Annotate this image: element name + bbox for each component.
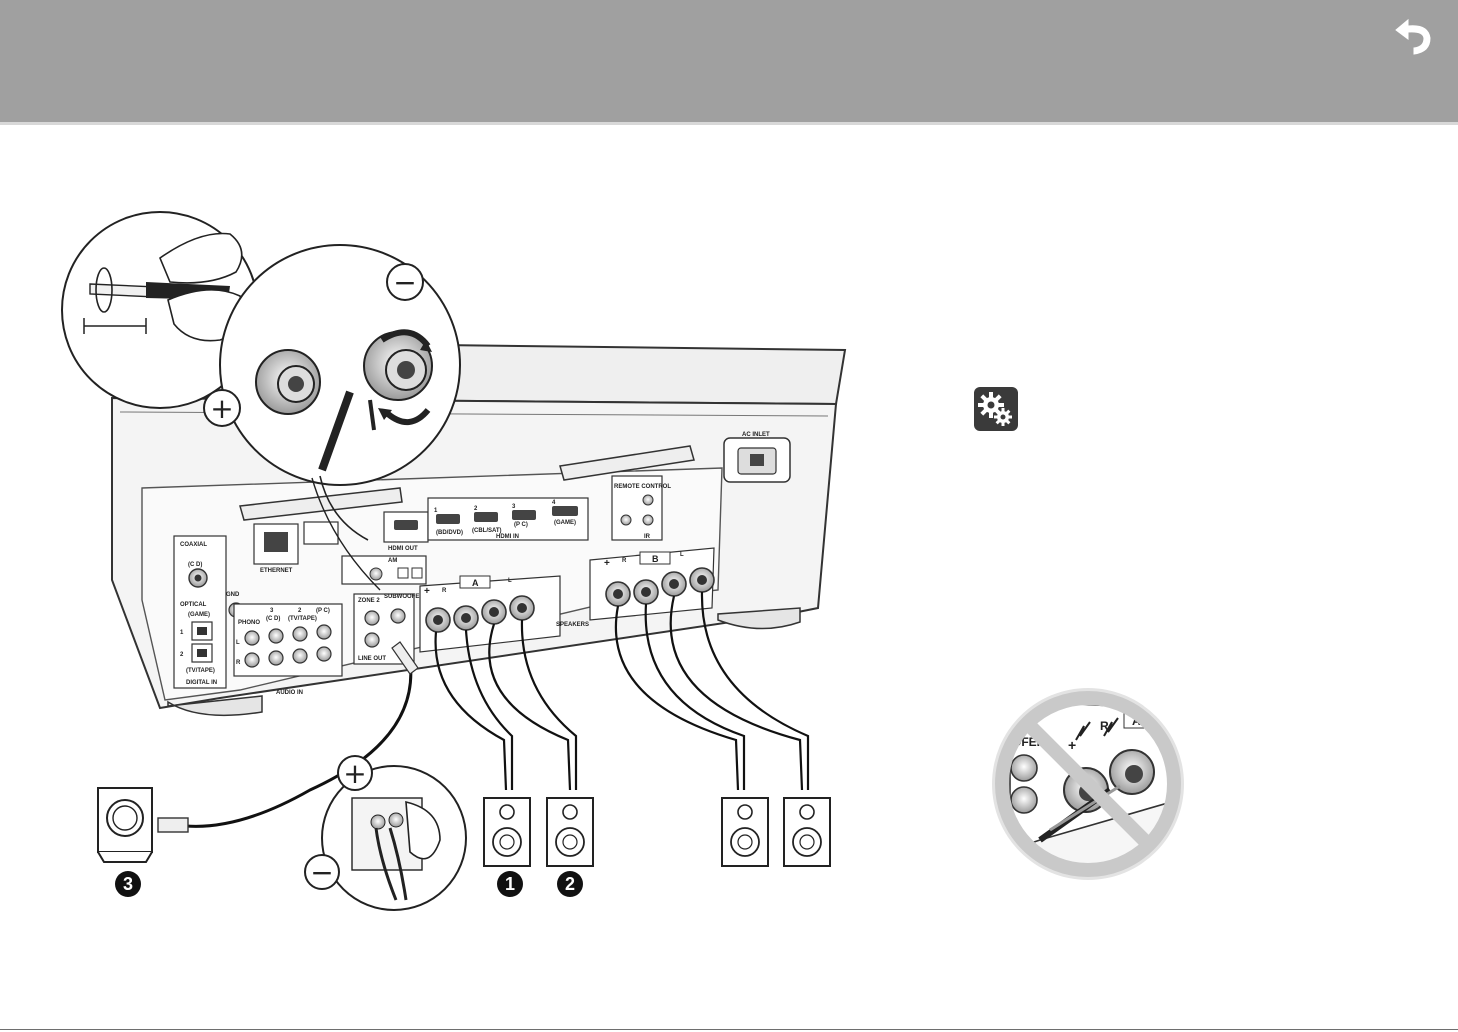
plus-symbol-text: +: [210, 392, 233, 425]
optical-tvtape-label: (TV/TAPE): [186, 668, 215, 674]
gnd-label: GND: [226, 592, 240, 598]
page-bottom-rule: [0, 1029, 1458, 1030]
speaker-front-2: [547, 798, 593, 866]
am-label: AM: [388, 558, 397, 564]
ac-inlet: AC INLET: [724, 432, 790, 482]
ac-inlet-label: AC INLET: [742, 432, 770, 438]
speaker-b-2: [784, 798, 830, 866]
hdmi-in-label: HDMI IN: [496, 534, 519, 540]
sub-minus-symbol: −: [305, 855, 339, 889]
optical-game-label: (GAME): [188, 612, 210, 618]
terminal-l-b: L: [680, 552, 684, 558]
minus-symbol-callout: −: [387, 264, 423, 300]
remote-control-label: REMOTE CONTROL: [614, 484, 671, 490]
audio-r-label: R: [236, 660, 241, 666]
optical-label: OPTICAL: [180, 602, 207, 608]
remote-ir-block: REMOTE CONTROL IR: [612, 476, 671, 540]
coaxial-label: COAXIAL: [180, 542, 207, 548]
speakers-label: SPEAKERS: [556, 622, 589, 628]
badge-1: 1: [497, 871, 523, 897]
terminal-r-b: R: [622, 558, 627, 564]
sub-minus-text: −: [310, 856, 333, 889]
speaker-group-b-label: B: [652, 554, 659, 564]
audio-2-tvtape-label: (TV/TAPE): [288, 616, 317, 622]
speaker-group-a-label: A: [472, 578, 479, 588]
badge-1-text: 1: [505, 874, 515, 894]
audio-3-cd-label: (C D): [266, 616, 280, 622]
audio-pc-label: (P C): [316, 608, 330, 614]
minus-symbol-text: −: [393, 266, 416, 299]
badge-2: 2: [557, 871, 583, 897]
terminal-plus-a1: +: [424, 586, 430, 597]
prohibited-plus-label: +: [1068, 737, 1076, 753]
badge-2-text: 2: [565, 874, 575, 894]
prohibited-icon: OFER R A +: [992, 688, 1184, 880]
zone2-label: ZONE 2: [358, 598, 380, 604]
settings-gears-icon: [974, 387, 1018, 431]
badge-3: 3: [115, 871, 141, 897]
ethernet-label: ETHERNET: [260, 568, 293, 574]
phono-label: PHONO: [238, 620, 260, 626]
hdmi-out-label: HDMI OUT: [388, 546, 418, 552]
line-out-label: LINE OUT: [358, 656, 386, 662]
zone2-subwoofer-block: ZONE 2 SUBWOOFER LINE OUT: [354, 594, 424, 664]
coaxial-cd-label: (C D): [188, 562, 202, 568]
subwoofer-label: SUBWOOFER: [384, 594, 424, 600]
terminal-plus-b1: +: [604, 558, 610, 569]
audio-in-label: AUDIO IN: [276, 690, 303, 696]
subwoofer: [98, 788, 152, 862]
digital-in-label: DIGITAL IN: [186, 680, 217, 686]
ir-label: IR: [644, 534, 651, 540]
hdmi-3-sub-label: (P C): [514, 522, 528, 528]
plus-symbol-callout: +: [204, 390, 240, 426]
speaker-front-1: [484, 798, 530, 866]
digital-in-block: COAXIAL (C D) OPTICAL (GAME) 1 2 (TV/TAP…: [174, 536, 226, 688]
sub-plus-text: +: [343, 757, 366, 790]
terminal-l-a: L: [508, 578, 512, 584]
audio-l-label: L: [236, 640, 240, 646]
hdmi-1-sub-label: (BD/DVD): [436, 530, 463, 536]
speaker-b-1: [722, 798, 768, 866]
sub-plus-symbol: +: [338, 756, 372, 790]
hdmi-4-sub-label: (GAME): [554, 520, 576, 526]
badge-3-text: 3: [123, 874, 133, 894]
terminal-r-a: R: [442, 588, 447, 594]
